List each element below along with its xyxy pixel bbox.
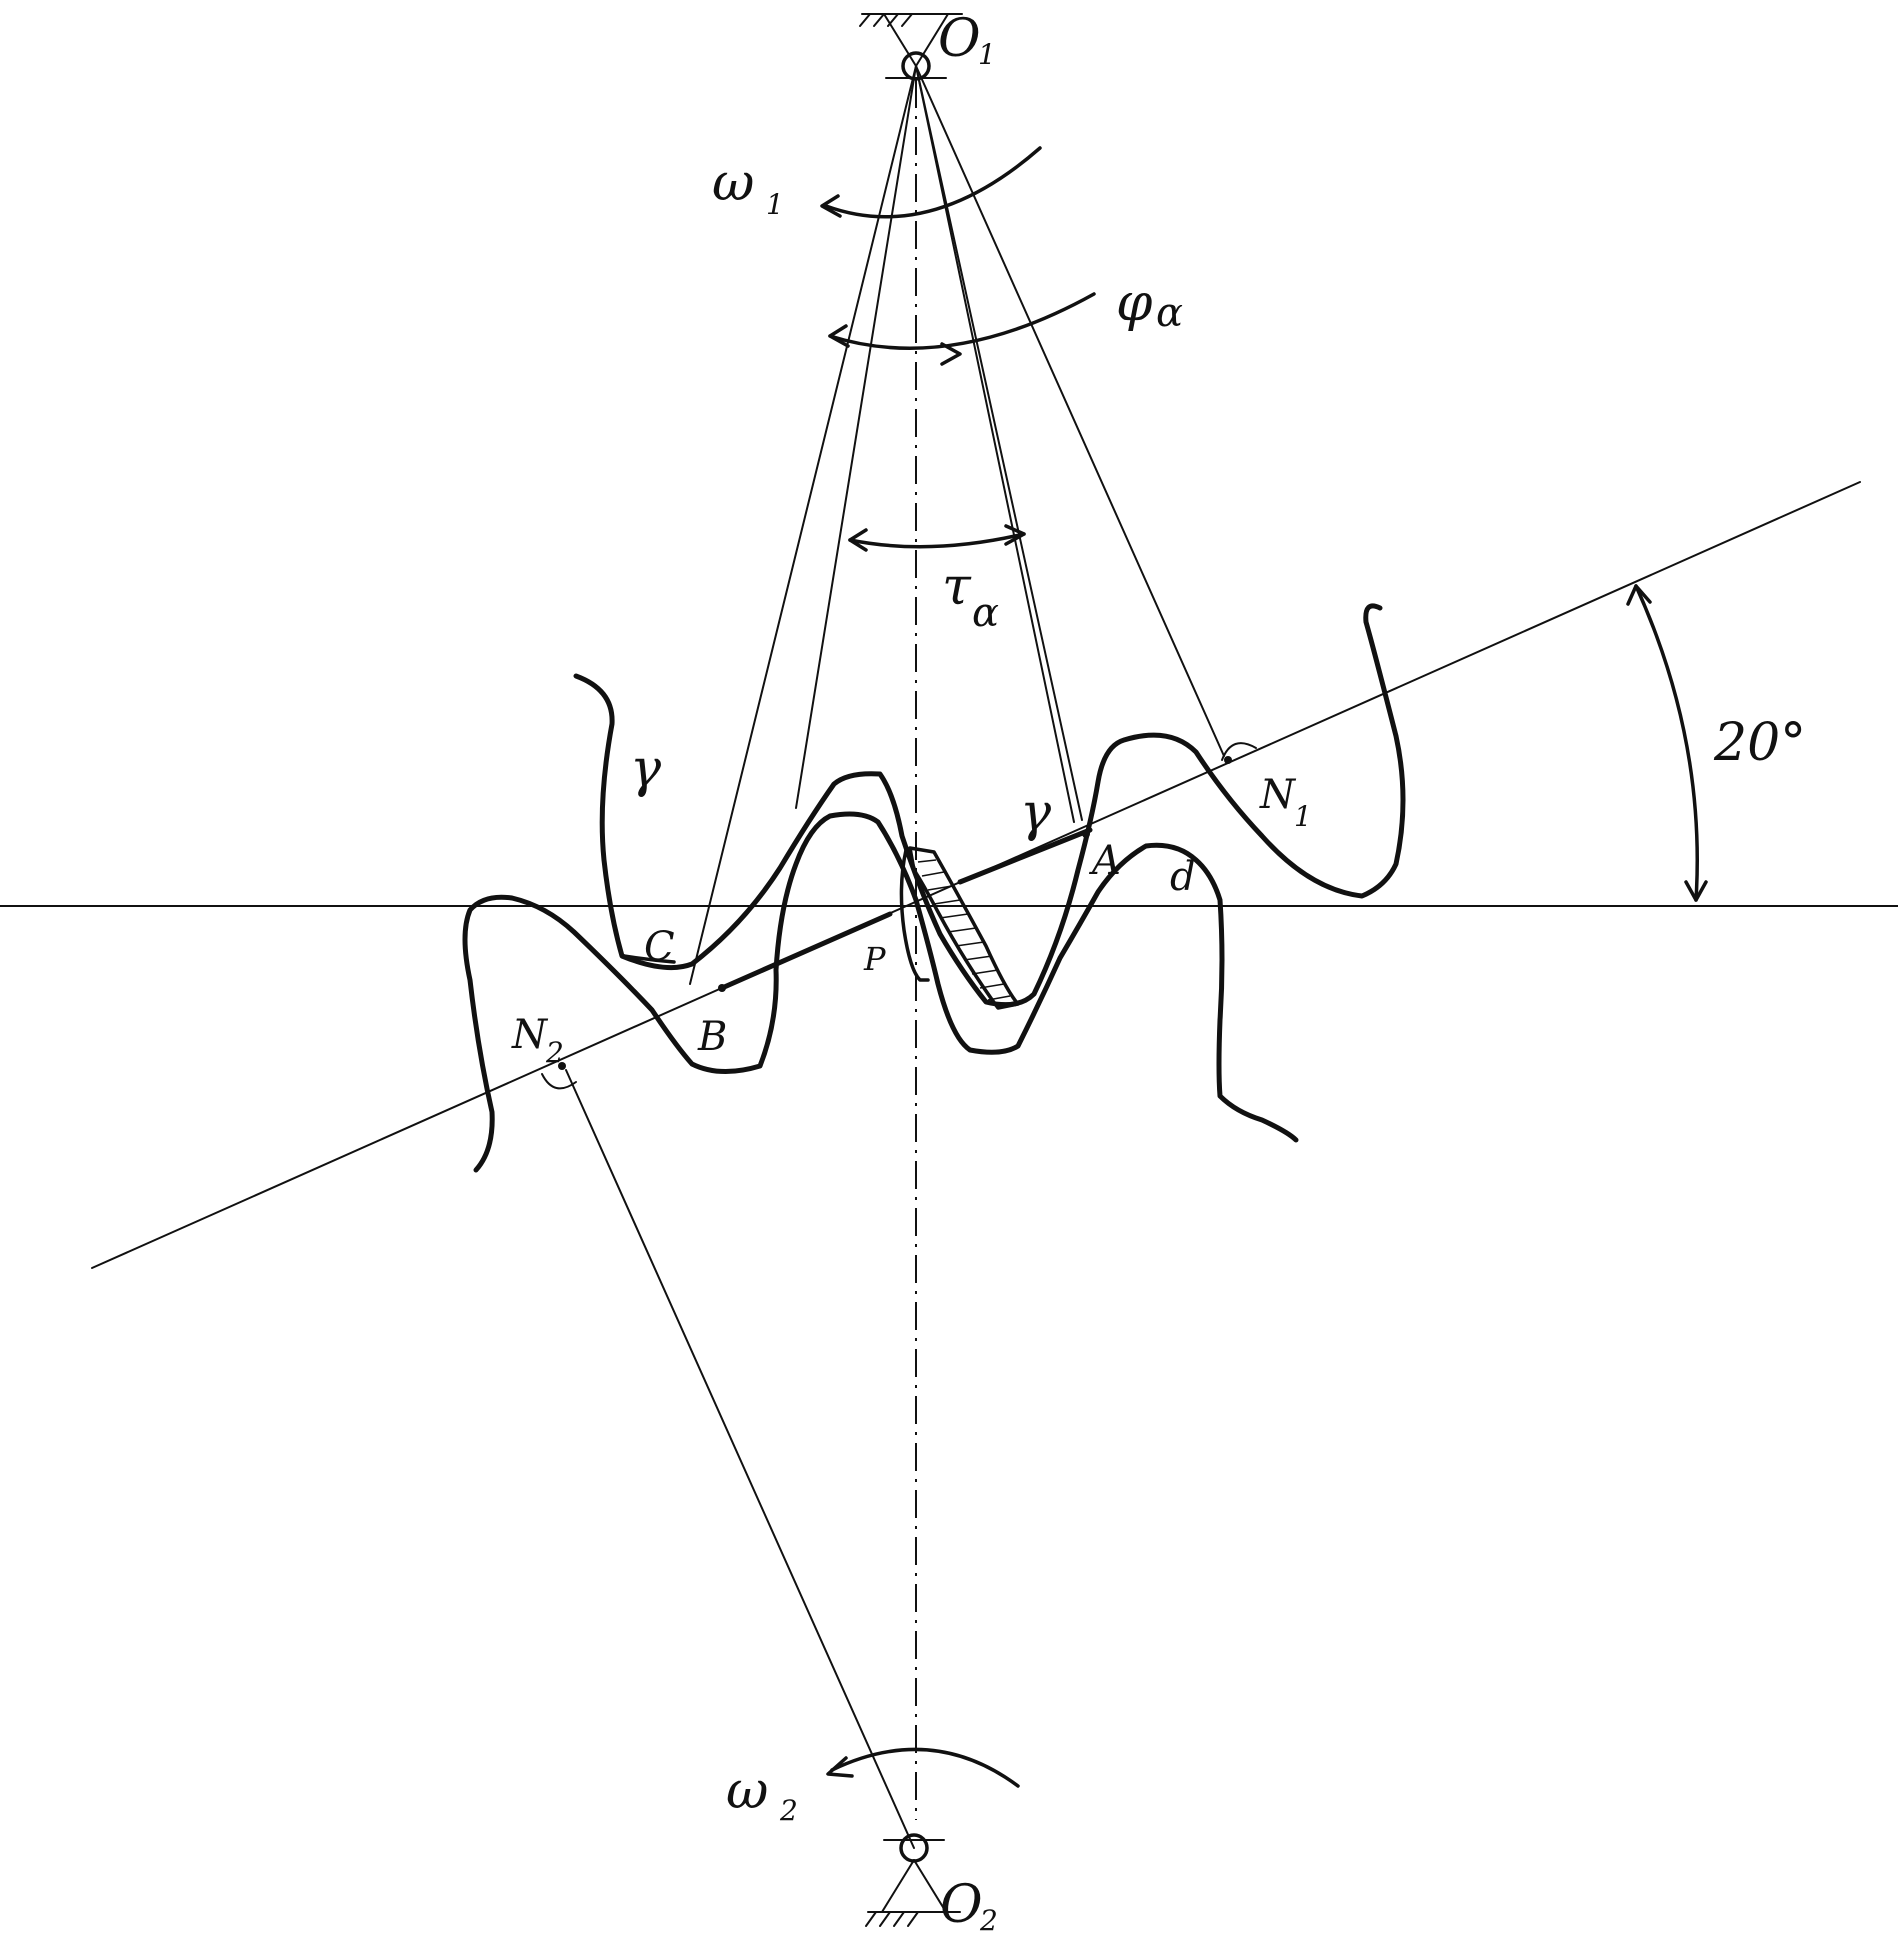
label-angle: 20° — [1713, 713, 1806, 773]
point-a-dot — [1082, 830, 1090, 838]
label-pivot-top-sub: 1 — [978, 38, 996, 71]
omega2-arc — [830, 1747, 1020, 1788]
radial-line-4 — [915, 65, 1075, 823]
angle-arrow-top — [1626, 584, 1652, 606]
right-angle-n1 — [1221, 742, 1257, 761]
upper-gear-inner — [622, 954, 676, 964]
label-gamma-left: γ — [630, 739, 662, 799]
tau-arrow-left — [848, 528, 868, 552]
line-of-action-bold-segment-lower — [719, 911, 893, 991]
radial-line-2 — [795, 65, 917, 809]
label-omega1-sub: 1 — [766, 188, 784, 221]
label-point-c: C — [644, 924, 675, 970]
omega2-arrow-head — [826, 1756, 854, 1778]
omega1-arrow-head — [820, 194, 842, 218]
label-n2: N — [511, 1012, 549, 1058]
right-angle-n2 — [541, 1073, 577, 1090]
angle-arc — [1634, 584, 1699, 902]
label-point-d: d — [1170, 854, 1196, 900]
radial-line-5 — [915, 65, 1225, 757]
label-point-b: B — [697, 1014, 727, 1060]
label-phi-sub: α — [1156, 290, 1183, 336]
label-pivot-bottom: O — [940, 1875, 983, 1934]
point-n2-dot — [558, 1062, 566, 1070]
omega1-arc — [824, 146, 1042, 219]
tau-arrow-right — [1004, 524, 1026, 546]
tau-arc — [848, 532, 1026, 549]
label-tau-sub: α — [972, 590, 999, 636]
label-phi: φ — [1116, 273, 1153, 333]
pivot-bottom — [865, 1833, 961, 1927]
mesh-tooth-strip — [899, 848, 930, 982]
label-point-p: P — [863, 940, 886, 978]
phi-arrow-left — [828, 324, 850, 348]
label-pivot-top: O — [938, 9, 981, 69]
point-n1-dot — [1224, 756, 1232, 764]
radial-line-o2-n2 — [565, 1069, 915, 1849]
label-omega2: ω — [726, 1761, 768, 1821]
label-omega2-sub: 2 — [779, 1794, 798, 1827]
label-point-a: A — [1088, 838, 1121, 884]
label-omega1: ω — [712, 153, 754, 213]
radial-line-3 — [915, 65, 1083, 821]
label-n1: N — [1259, 772, 1297, 818]
label-n2-sub: 2 — [545, 1036, 564, 1069]
label-gamma-right: γ — [1020, 783, 1052, 843]
point-b-dot — [718, 984, 726, 992]
phi-arc — [828, 292, 1096, 350]
phi-arrow-right — [940, 342, 962, 366]
pivot-top — [859, 13, 963, 81]
angle-arrow-bottom — [1684, 880, 1708, 902]
radial-line-1 — [689, 65, 917, 985]
label-tau: τ — [942, 557, 972, 617]
mesh-tooth-hatch — [908, 846, 1020, 1010]
line-of-action-bold-segment — [957, 827, 1093, 885]
label-pivot-bottom-sub: 2 — [979, 1904, 998, 1934]
label-n1-sub: 1 — [1294, 800, 1312, 833]
lower-gear-profile — [462, 811, 1299, 1173]
